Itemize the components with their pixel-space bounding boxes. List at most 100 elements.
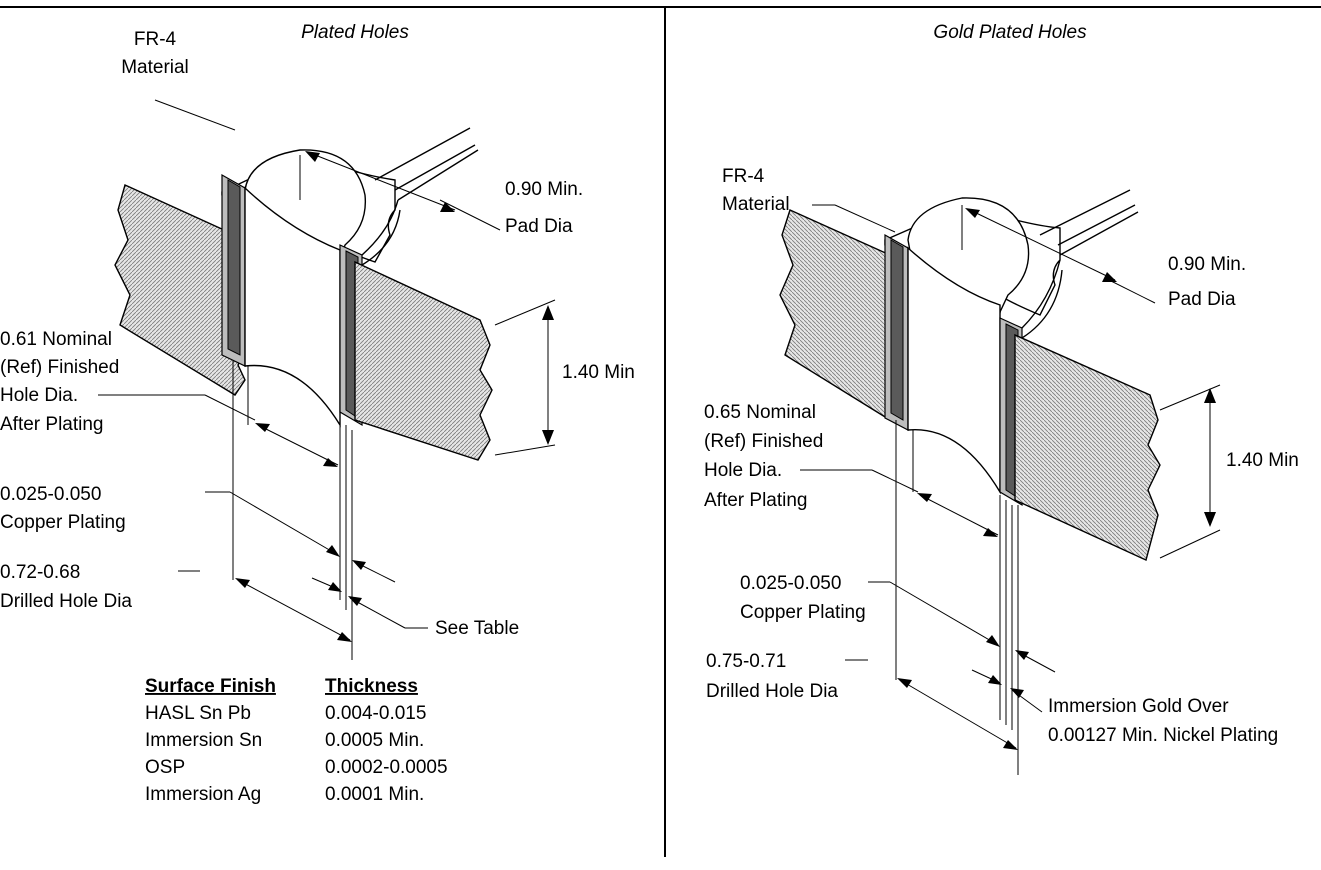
left-copper-label-1: 0.025-0.050	[0, 484, 101, 505]
right-hole-label-1: 0.65 Nominal	[704, 402, 816, 423]
right-fr4-label-2: Material	[722, 194, 790, 215]
right-pad-dim	[969, 209, 1116, 281]
left-copper-leader-d	[229, 491, 339, 556]
left-hole-label-4: After Plating	[0, 414, 104, 435]
left-hole-label-3: Hole Dia.	[0, 385, 78, 406]
right-hole-dim	[919, 494, 999, 536]
right-trace	[1039, 189, 1139, 256]
right-copper-arrow-b	[1015, 650, 1029, 660]
left-fr4-label-1: FR-4	[134, 29, 177, 50]
table-header-thickness: Thickness	[325, 676, 418, 697]
left-drill-label-1: 0.72-0.68	[0, 562, 80, 583]
right-th-arrow-a	[1204, 388, 1216, 403]
right-hole-label-4: After Plating	[704, 490, 808, 511]
left-drill-arrow-b	[337, 632, 352, 642]
surface-finish-table: Surface Finish Thickness HASL Sn Pb 0.00…	[145, 676, 448, 805]
right-fr4-board-left	[779, 209, 903, 421]
right-pad-arrow-a	[965, 208, 980, 218]
right-drill-arrow-b	[1003, 740, 1018, 750]
table-row-thickness: 0.0001 Min.	[325, 784, 424, 805]
right-drill-dim	[899, 679, 1017, 749]
right-hole-arrow-a	[917, 493, 932, 502]
left-fr4-board-right	[354, 260, 493, 461]
right-gold-arrow-b	[1010, 688, 1024, 698]
left-hole-arrow-b	[323, 458, 338, 467]
right-title: Gold Plated Holes	[933, 22, 1087, 43]
left-copper-arrow-a	[326, 545, 340, 557]
left-hole-label-1: 0.61 Nominal	[0, 329, 112, 350]
right-fr4-leader	[834, 204, 896, 233]
right-drill-label-2: Drilled Hole Dia	[706, 681, 838, 702]
right-copper-label-1: 0.025-0.050	[740, 573, 841, 594]
left-drill-arrow-a	[235, 578, 250, 588]
left-pad-bottom-edge	[361, 209, 401, 266]
left-pad-label-1: 0.90 Min.	[505, 179, 583, 200]
right-hole-label-3: Hole Dia.	[704, 460, 782, 481]
right-pad-outline	[1021, 259, 1061, 329]
right-plating-inner-left	[890, 239, 904, 421]
right-hole-arrow-b	[983, 528, 998, 537]
left-fr4-leader	[154, 99, 236, 131]
right-copper-leader-d	[889, 581, 999, 646]
left-th-ext2	[494, 444, 556, 456]
left-drill-dim	[237, 579, 351, 641]
left-hole-leader-d	[204, 394, 256, 421]
table-row-thickness: 0.004-0.015	[325, 703, 426, 724]
table-row-thickness: 0.0005 Min.	[325, 730, 424, 751]
right-hole-opening	[907, 197, 1030, 313]
left-th-ext1	[494, 299, 556, 326]
right-gold-label-2: 0.00127 Min. Nickel Plating	[1048, 725, 1278, 746]
right-th-arrow-b	[1204, 512, 1216, 527]
right-gold-label-1: Immersion Gold Over	[1048, 696, 1229, 717]
left-th-arrow-b	[542, 430, 554, 445]
table-header-finish: Surface Finish	[145, 676, 276, 697]
left-drill-label-2: Drilled Hole Dia	[0, 591, 132, 612]
right-pad-label-2: Pad Dia	[1168, 289, 1236, 310]
left-title: Plated Holes	[301, 22, 409, 43]
right-pad-label-1: 0.90 Min.	[1168, 254, 1246, 275]
right-th-ext2	[1159, 529, 1221, 559]
left-trace	[374, 127, 479, 201]
right-drill-arrow-a	[897, 678, 912, 688]
left-fr4-label-2: Material	[121, 57, 189, 78]
left-thickness-label: 1.40 Min	[562, 362, 635, 383]
left-pad-arrow-b	[440, 202, 455, 212]
right-hole-leader-d	[871, 469, 919, 493]
left-hole-label-2: (Ref) Finished	[0, 357, 119, 378]
right-copper-label-2: Copper Plating	[740, 602, 866, 623]
table-row-finish: Immersion Ag	[145, 784, 261, 805]
table-row-finish: Immersion Sn	[145, 730, 262, 751]
left-hole-opening	[244, 149, 367, 264]
left-panel: Plated Holes FR-4 Material 0.90 Min. Pad	[0, 22, 635, 805]
right-fr4-board-right	[1014, 333, 1161, 561]
left-st-leader	[349, 597, 406, 629]
left-hole-dim	[257, 424, 339, 466]
left-hole-arrow-a	[255, 423, 270, 432]
table-row-finish: HASL Sn Pb	[145, 703, 251, 724]
left-copper-arrow-b	[352, 560, 366, 570]
left-pad-label-2: Pad Dia	[505, 216, 573, 237]
left-plating-inner-left	[227, 179, 241, 356]
left-copper-label-2: Copper Plating	[0, 512, 126, 533]
left-st-arrow-a	[328, 582, 342, 592]
right-fr4-label-1: FR-4	[722, 166, 765, 187]
right-pad-arrow-b	[1102, 272, 1117, 282]
right-copper-arrow-a	[986, 635, 1000, 647]
right-thickness-label: 1.40 Min	[1226, 450, 1299, 471]
left-see-table-label: See Table	[435, 618, 519, 639]
table-row-thickness: 0.0002-0.0005	[325, 757, 448, 778]
left-pad-dim	[309, 152, 456, 211]
left-th-arrow-a	[542, 305, 554, 320]
right-gold-arrow-a	[988, 675, 1002, 685]
left-st-arrow-b	[348, 596, 362, 606]
right-pad-leader	[1104, 277, 1156, 304]
left-pad-outline	[361, 199, 399, 256]
left-pad-arrow-a	[305, 151, 320, 162]
table-row-finish: OSP	[145, 757, 185, 778]
right-drill-label-1: 0.75-0.71	[706, 651, 786, 672]
left-pad-leader	[439, 199, 501, 231]
right-hole-label-2: (Ref) Finished	[704, 431, 823, 452]
right-panel: Gold Plated Holes FR-4 Material 0.90 Min…	[704, 22, 1299, 775]
right-pad-bottom-edge	[1021, 269, 1063, 339]
